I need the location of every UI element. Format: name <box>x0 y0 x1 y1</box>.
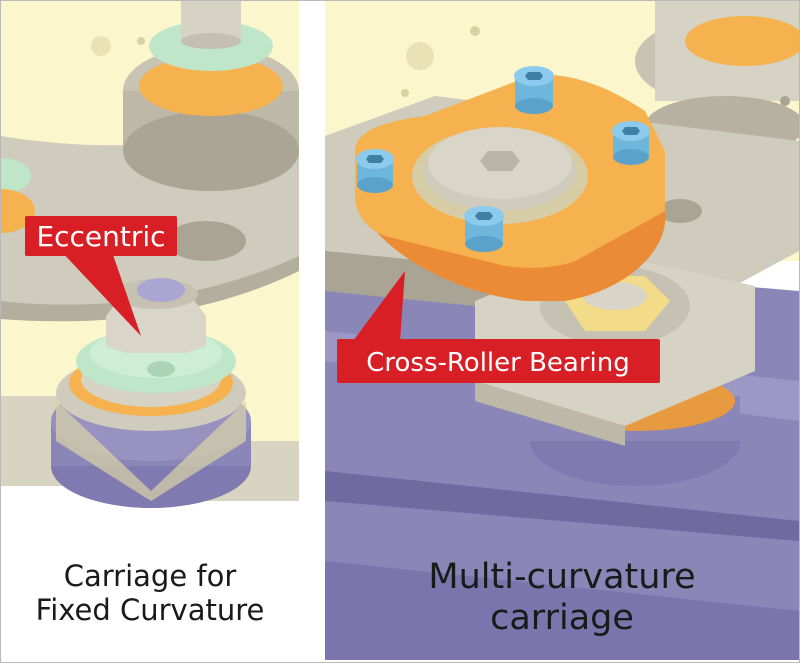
screw-left <box>356 149 394 193</box>
eccentric-bolt-head <box>137 278 185 302</box>
top-bearing <box>139 56 283 116</box>
caption-fixed-curvature: Carriage for Fixed Curvature <box>1 559 299 627</box>
bearing-callout <box>337 339 660 383</box>
eccentric-callout-pointer <box>59 249 141 336</box>
center-hex <box>480 151 520 171</box>
eccentric-label: Eccentric <box>36 220 165 253</box>
caption-line1: Carriage for <box>63 559 237 593</box>
screw-top <box>514 66 554 114</box>
eccentric-nut <box>106 291 206 353</box>
multi-curvature-render: Cross-Roller Bearing <box>325 1 799 660</box>
bearing-label: Cross-Roller Bearing <box>366 348 630 378</box>
bearing-callout-pointer <box>353 271 405 341</box>
caption-line2: carriage <box>490 598 634 639</box>
screw-bottom <box>464 206 504 252</box>
eccentric-callout <box>25 216 177 256</box>
panel-fixed-curvature: Eccentric Carriage for Fixed Curvature <box>1 1 299 660</box>
fixed-curvature-render: Eccentric <box>1 1 299 508</box>
caption-line1: Multi-curvature <box>428 557 696 597</box>
screw-right <box>612 121 650 165</box>
panel-multi-curvature: Cross-Roller Bearing Multi-curvature car… <box>325 1 799 660</box>
caption-line2: Fixed Curvature <box>35 593 265 628</box>
caption-multi-curvature: Multi-curvature carriage <box>325 557 799 640</box>
